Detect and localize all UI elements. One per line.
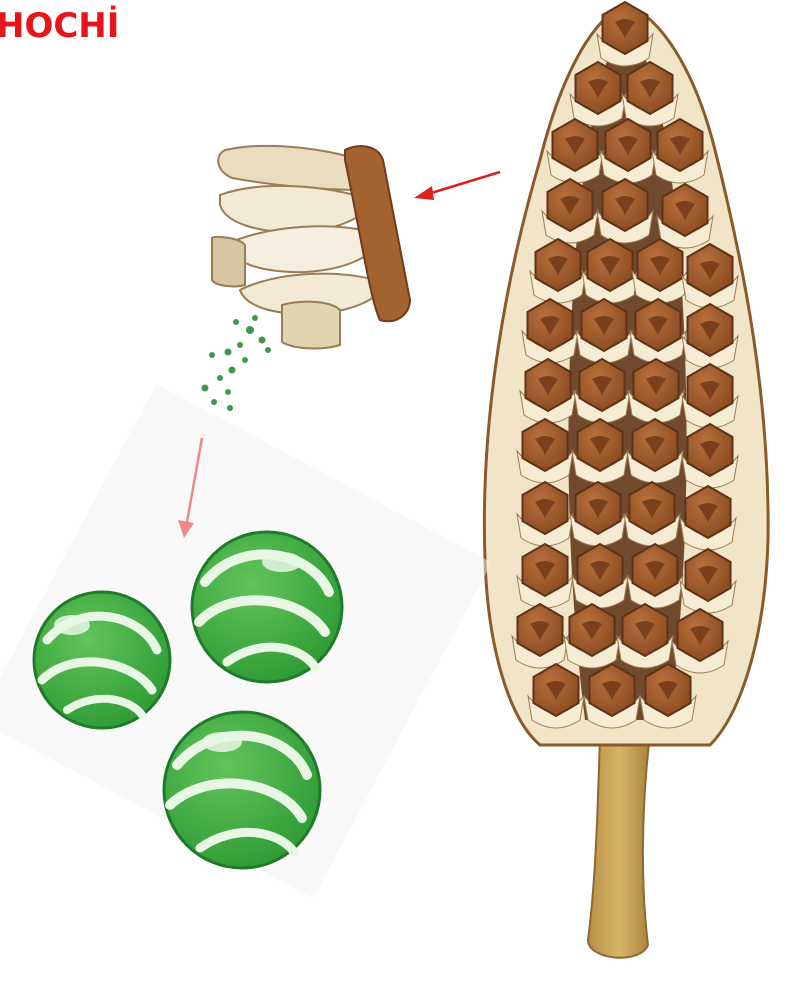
red-arrow-icon	[414, 172, 500, 200]
horsetail-cone-illustration	[484, 2, 768, 745]
falling-spores	[202, 315, 272, 411]
sporangiophore-illustration	[202, 146, 411, 411]
horsetail-stalk	[588, 735, 650, 958]
